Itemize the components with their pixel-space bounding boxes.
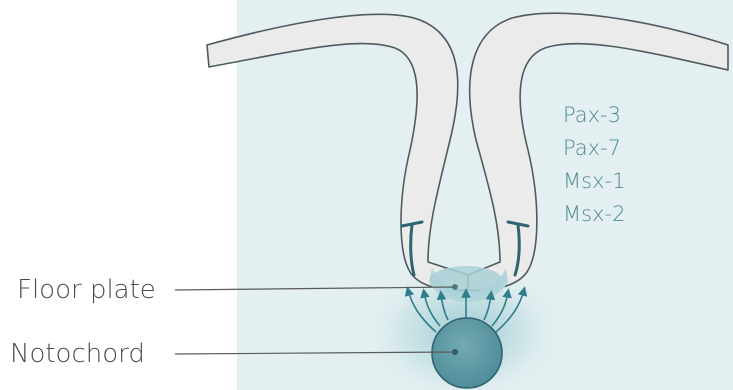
notochord: [432, 318, 502, 388]
gene-label: Pax-7: [563, 136, 621, 160]
gene-label: Pax-3: [563, 103, 621, 127]
floor-plate-label: Floor plate: [17, 275, 156, 305]
gene-label: Msx-2: [563, 202, 625, 226]
gene-label: Msx-1: [563, 169, 625, 193]
notochord-label: Notochord: [10, 339, 145, 369]
floor-plate-core: [430, 266, 502, 294]
